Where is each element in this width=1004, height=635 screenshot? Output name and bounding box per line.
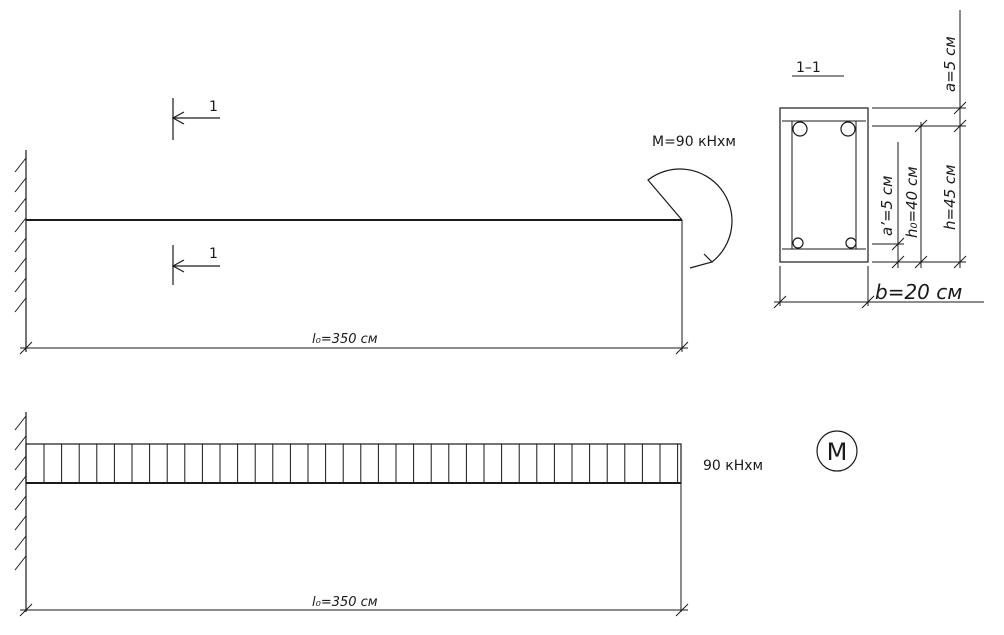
dim-a-label: a=5 см — [941, 36, 959, 92]
fixed-support-top — [14, 150, 27, 352]
epure-hatch — [43, 444, 679, 483]
dim-a-prime: a’=5 см — [878, 142, 905, 269]
moment-symbol: M — [816, 430, 858, 472]
span-dimension-top: l₀=350 см — [19, 332, 689, 355]
section-cut-marker-lower: 1 — [171, 245, 220, 285]
section-marker-label: 1 — [209, 246, 218, 262]
moment-symbol-letter: M — [827, 438, 848, 466]
dim-h0: h₀=40 см — [903, 119, 928, 269]
dim-h: h=45 см — [941, 126, 967, 269]
dim-a: a=5 см — [941, 10, 967, 133]
cross-section — [779, 107, 869, 263]
top-rebar — [792, 121, 808, 137]
applied-moment-arrow: M=90 кНхм — [647, 134, 736, 269]
section-title: 1–1 — [796, 60, 821, 76]
dim-h0-label: h₀=40 см — [903, 166, 921, 238]
section-cut-marker-upper: 1 — [171, 98, 220, 140]
dim-b: b=20 см — [773, 266, 984, 309]
bottom-rebar — [845, 237, 857, 249]
epure-value: 90 кНхм — [703, 458, 763, 474]
span-label-bottom: l₀=350 см — [312, 595, 378, 610]
moment-label: M=90 кНхм — [652, 134, 736, 150]
bottom-rebar — [792, 237, 804, 249]
moment-epure — [25, 443, 682, 484]
span-label: l₀=350 см — [312, 332, 378, 347]
dim-a-prime-label: a’=5 см — [878, 176, 896, 236]
span-dimension-bottom: l₀=350 см — [19, 595, 689, 617]
fixed-support-bottom — [14, 412, 27, 612]
dim-b-label: b=20 см — [875, 280, 962, 304]
dim-h-label: h=45 см — [941, 165, 959, 231]
top-rebar — [840, 121, 856, 137]
section-marker-label: 1 — [209, 99, 218, 115]
